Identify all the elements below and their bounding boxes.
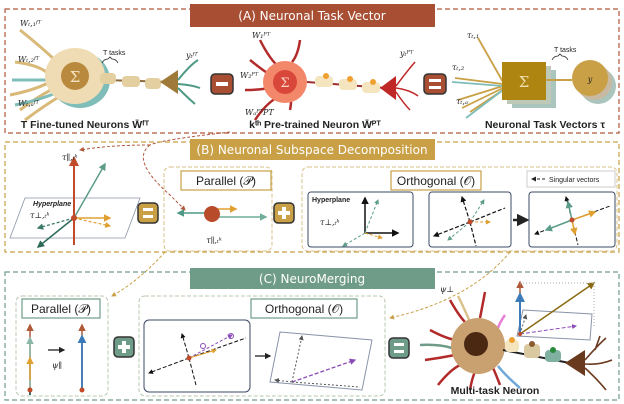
merged-hyperplane: [269, 331, 373, 391]
psi-perp-label: ψ⊥: [440, 285, 454, 294]
connector-arrow: [111, 251, 166, 297]
fine-tuned-caption: T Fine-tuned Neurons W̄ᶠᵀ: [21, 119, 150, 131]
psi-parallel-label: ψ∥: [52, 361, 62, 370]
parallel-vectors: [176, 205, 268, 222]
svg-text:Σ: Σ: [519, 73, 530, 91]
parallel-merge-box: [15, 295, 109, 397]
connector-arrow: [79, 144, 151, 152]
orthogonal-panel-2: [428, 191, 512, 248]
equals-operator: [388, 337, 410, 359]
multi-task-neuron-illustration: [419, 291, 613, 391]
singular-vectors-legend: Singular vectors: [526, 170, 616, 188]
parallel-box-label: τ∥,ₜᵏ: [206, 236, 222, 245]
task-vector-input-2-label: τₜ,₂: [452, 63, 464, 72]
multi-task-caption: Multi-task Neuron: [451, 385, 540, 397]
section-b-title: (B) Neuronal Subspace Decomposition: [196, 143, 427, 157]
fine-tuned-input-2-label: Wₜ,₂ᶠᵀ: [18, 55, 40, 64]
section-c-title: (C) NeuroMerging: [259, 272, 365, 286]
equals-operator: [137, 202, 159, 224]
section-a-neuronal-task-vector: (A) Neuronal Task Vector Σ Wₜ,₁ᶠᵀ Wₜ,₂ᶠᵀ…: [4, 4, 620, 134]
orthogonal-panel-3: [528, 191, 616, 248]
orthogonal-component-label: τ⊥,ₜᵏ: [30, 211, 49, 220]
plus-operator: [113, 336, 135, 358]
plus-operator: [273, 202, 295, 224]
task-vector-output-label: y: [587, 75, 593, 84]
fine-tuned-input-d-label: Wₜ,ₐᶠᵀ: [18, 99, 40, 108]
parallel-title: Parallel (𝒫): [196, 174, 256, 188]
connector-arrow: [389, 251, 511, 320]
fine-tuned-input-1-label: Wₜ,₁ᶠᵀ: [20, 19, 42, 28]
orthogonal-merge-panel: [143, 319, 251, 393]
hyperplane-label: Hyperplane: [33, 201, 71, 208]
fine-tuned-neuron-illustration: Σ: [9, 28, 201, 122]
parallel-component-label: τ∥,ₜᵏ: [62, 153, 78, 162]
vector-decomposition-3d: [9, 156, 141, 248]
pretrained-caption: kᵗʰ Pre-trained Neuron W̄ᴾᵀ: [249, 119, 381, 131]
task-vector-input-d-label: τₜ,ₐ: [456, 97, 468, 106]
task-vector-caption: Neuronal Task Vectors τ: [485, 119, 605, 131]
section-a-title: (A) Neuronal Task Vector: [238, 9, 385, 23]
t-tasks-label: T tasks: [103, 50, 126, 57]
pretrained-neuron-illustration: Σ: [244, 39, 419, 121]
orthogonal-merge-title: Orthogonal (𝒪): [265, 302, 343, 316]
pretrained-input-d-label: WₐᴾᵀPT: [245, 108, 274, 117]
pretrained-input-1-label: W₁ᴾᵀ: [252, 31, 271, 40]
task-vector-input-1-label: τₜ,₁: [467, 31, 479, 40]
fine-tuned-output-label: yₜᶠᵀ: [185, 51, 198, 60]
section-b-subspace-decomposition: (B) Neuronal Subspace Decomposition τ∥,ₜ…: [4, 139, 620, 253]
parallel-merge-vectors: [26, 323, 87, 395]
parallel-merge-title: Parallel (𝒫): [31, 302, 91, 316]
minus-operator: [210, 73, 234, 95]
svg-text:Σ: Σ: [70, 68, 81, 86]
task-vector-t-tasks-label: T tasks: [554, 47, 577, 54]
svg-text:Σ: Σ: [280, 76, 289, 91]
orthogonal-title: Orthogonal (𝒪): [397, 174, 475, 188]
section-b-banner: [190, 139, 435, 160]
section-c-banner: [190, 268, 435, 289]
merged-vector-inset: [515, 280, 596, 341]
orth-box-label: τ⊥,ₜᵏ: [320, 218, 339, 227]
legend-label: Singular vectors: [549, 177, 600, 184]
orthogonal-box: [301, 166, 618, 252]
connector-arrow: [142, 131, 231, 210]
orth-hyperplane-label: Hyperplane: [312, 197, 350, 204]
equals-operator: [423, 73, 447, 95]
pretrained-output-label: yₜᴾᵀ: [399, 49, 414, 58]
pretrained-input-2-label: W₂ᴾᵀ: [240, 71, 259, 80]
parallel-box: [163, 166, 273, 252]
orthogonal-panel-1: [307, 191, 414, 248]
section-c-neuromerging: (C) NeuroMerging Parallel (𝒫) ψ∥ Orthogo…: [4, 268, 620, 401]
task-vector-illustration: Σ: [451, 37, 616, 119]
orthogonal-merge-box: [138, 295, 386, 397]
section-a-banner: [190, 4, 435, 27]
